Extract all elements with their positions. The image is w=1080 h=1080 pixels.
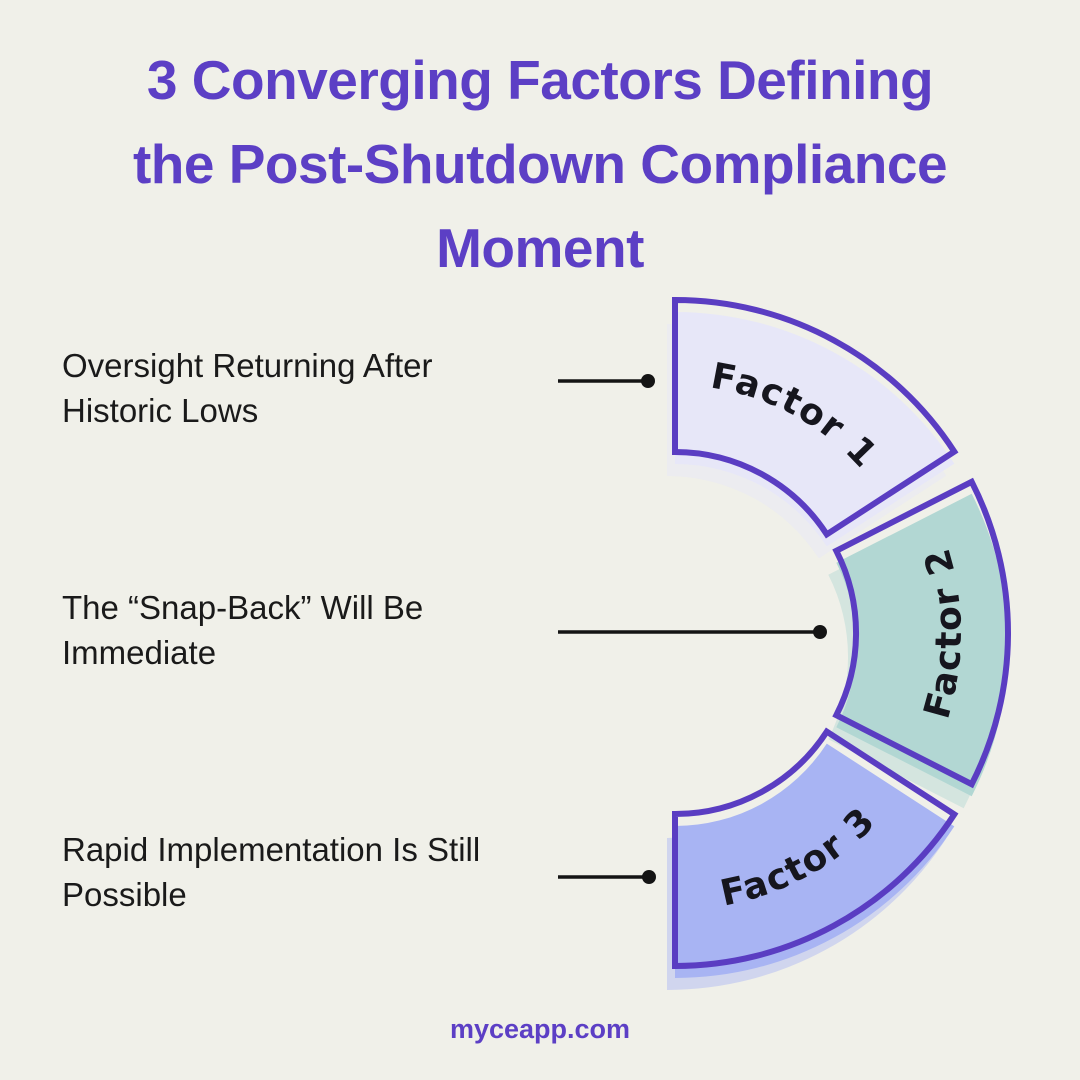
- factor-3-segment: Factor 3: [667, 727, 959, 990]
- factor-3-description: Rapid Implementation Is Still Possible: [62, 831, 481, 913]
- factor-1-outline: [672, 296, 959, 539]
- factor-3-connector-dot: [642, 870, 656, 884]
- factor-2-fill: [836, 493, 1009, 797]
- factor-1-connector: [558, 374, 655, 388]
- factor-1-description: Oversight Returning After Historic Lows: [62, 347, 433, 429]
- factor-1-fill: [675, 311, 955, 547]
- factor-3-fill: [675, 743, 955, 978]
- factor-1-connector-dot: [641, 374, 655, 388]
- factor-1-segment: Factor 1: [667, 296, 959, 559]
- page-title: 3 Converging Factors Defining the Post-S…: [132, 49, 948, 279]
- factor-3-connector: [558, 870, 656, 884]
- factor-2-connector-dot: [813, 625, 827, 639]
- factor-2-outline: [832, 477, 1011, 789]
- factor-3-outline: [672, 727, 959, 970]
- factor-2-connector: [558, 625, 827, 639]
- factor-2-segment: Factor 2: [828, 477, 1011, 809]
- website-text: myceapp.com: [449, 1014, 631, 1044]
- factor-2-description: The “Snap-Back” Will Be Immediate: [62, 589, 424, 671]
